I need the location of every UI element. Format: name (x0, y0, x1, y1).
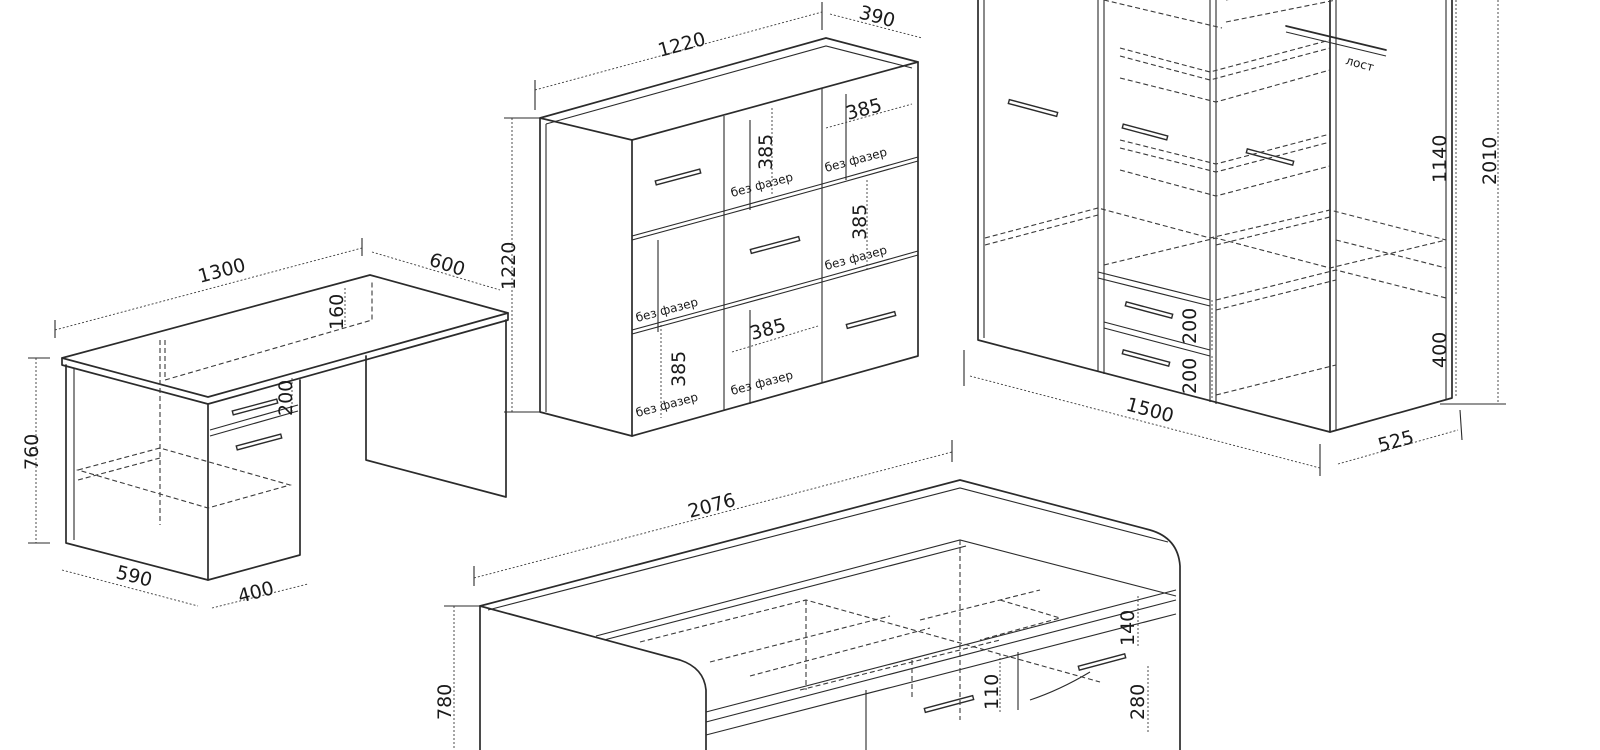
wardrobe-lower-section-label: 400 (1429, 332, 1451, 368)
sideboard-front (631, 61, 919, 437)
bed-length-label: 2076 (686, 489, 738, 523)
desk-pedestal-width-label: 400 (236, 577, 277, 608)
desk-height-label: 760 (21, 434, 43, 470)
sideboard-cell-2-label: 385 (849, 204, 871, 240)
bed-board-height-label: 140 (1117, 610, 1139, 646)
sideboard-no-backing-2: без фазер (823, 145, 888, 175)
bed-height-label: 780 (434, 684, 456, 720)
desk-drawer-height-label: 200 (275, 380, 297, 416)
sideboard-no-backing-5: без фазер (634, 390, 699, 420)
bed-drawer-handle-1 (923, 694, 975, 714)
sideboard-cell-3-label: 385 (668, 351, 690, 387)
sideboard-cell-1-label: 385 (755, 134, 777, 170)
sideboard-cell-4-label: 385 (748, 314, 789, 345)
wardrobe-width-label: 1500 (1124, 394, 1176, 428)
sideboard-width-label: 1220 (656, 28, 708, 62)
sideboard-handle-3 (845, 310, 897, 330)
bed-frame (479, 479, 1181, 750)
wardrobe-door-handle-1 (1007, 98, 1059, 118)
desk-leg-panel (365, 319, 507, 498)
desk-width-label: 1300 (196, 254, 248, 288)
wardrobe-rail-label: лост (1344, 53, 1375, 74)
sideboard-depth-label: 390 (857, 2, 898, 33)
sideboard-handle-1 (654, 168, 702, 186)
wardrobe-drawer-2-label: 200 (1179, 358, 1201, 394)
sideboard-height-label: 1220 (498, 242, 520, 290)
bed-drawing: 2076 780 140 110 280 (434, 440, 1181, 750)
wardrobe-drawer-handle-2 (1121, 348, 1171, 368)
sideboard-top (539, 37, 919, 141)
wardrobe-upper-section-label: 1140 (1429, 135, 1451, 183)
wardrobe-height-label: 2010 (1479, 137, 1501, 185)
wardrobe-drawer-1-label: 200 (1179, 308, 1201, 344)
desk-gap-height-label: 160 (326, 294, 348, 330)
desk-drawing: 1300 600 760 590 400 160 200 (21, 238, 509, 609)
sideboard-drawing: 1220 390 1220 385 385 385 385 385 без фа… (498, 2, 923, 437)
desk-door-handle (235, 433, 283, 451)
wardrobe-body (977, 0, 1453, 433)
desk-drawer-handle (231, 398, 279, 416)
wardrobe-drawing: 1500 525 2010 1140 400 200 200 лост (963, 0, 1506, 476)
wardrobe-door-handle-2 (1121, 123, 1169, 141)
desk-top (61, 274, 509, 398)
wardrobe-drawer-handle-1 (1124, 300, 1174, 320)
bed-drawer-height-label: 280 (1127, 684, 1149, 720)
sideboard-cell-5-label: 385 (844, 94, 885, 125)
bed-rail-height-label: 110 (981, 674, 1003, 710)
wardrobe-depth-label: 525 (1376, 426, 1417, 457)
bed-drawer-handle-2 (1077, 652, 1127, 672)
sideboard-no-backing-1: без фазер (729, 170, 794, 200)
wardrobe-rail (1285, 25, 1387, 51)
sideboard-handle-2 (749, 235, 801, 255)
wardrobe-door-handle-3 (1245, 147, 1295, 167)
desk-side-depth-label: 590 (114, 562, 155, 592)
desk-depth-label: 600 (426, 249, 467, 281)
